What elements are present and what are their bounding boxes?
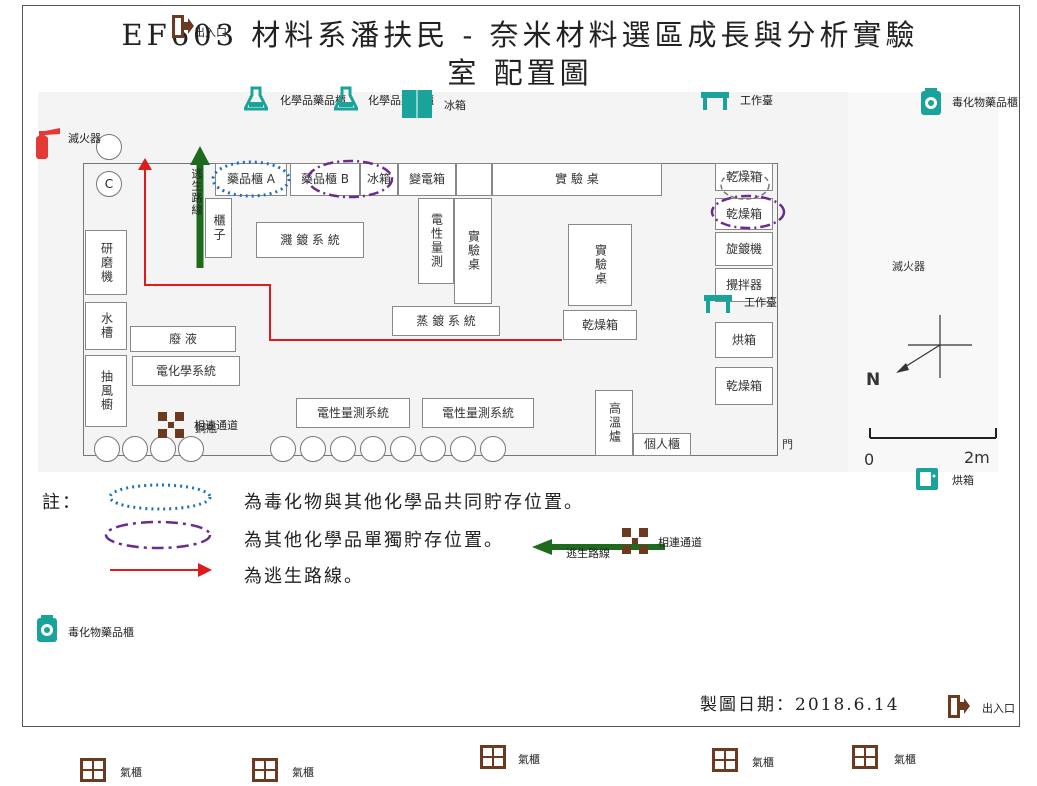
oven-box: 烘箱 (715, 322, 773, 358)
grinder: 研磨機 (85, 230, 127, 295)
fire-ext-symbol (96, 134, 122, 160)
connecting-path-icon[interactable] (622, 528, 648, 554)
fire-ext-overlay-label: 滅火器 (68, 132, 101, 145)
toxic-storage-marker (211, 160, 291, 198)
workbench-top-label: 工作臺 (740, 94, 773, 107)
storage-a: 藥品櫃 A (215, 163, 287, 196)
furnace: 高溫爐 (595, 390, 633, 456)
connecting-path-2-label: 相連通道 (658, 536, 702, 549)
oven-icon[interactable] (916, 468, 938, 490)
blank-cell (456, 163, 492, 196)
gas-cabinet-label: 氣櫃 (292, 766, 314, 779)
gas-cabinet-label: 氣櫃 (894, 753, 916, 766)
waste: 廢 液 (130, 326, 236, 352)
exit-top-label: 出入口 (194, 26, 227, 39)
page-title-line1: EF603 材料系潘扶民 - 奈米材料選區成長與分析實驗 (121, 18, 919, 52)
cabinet: 櫃子 (205, 198, 232, 258)
chem-cabinet-1-label: 化學品藥品櫃 (280, 94, 346, 107)
connecting-path-1-label: 相連通道 (194, 419, 238, 432)
lab-bench-v: 實驗桌 (454, 198, 492, 304)
connecting-path-icon[interactable] (158, 412, 184, 438)
chem-storage-marker-dry (710, 194, 786, 230)
note-label: 註： (42, 492, 82, 513)
gas-bottle-label: 鋼瓶 (195, 422, 217, 435)
evap-system: 蒸 鍍 系 統 (392, 306, 500, 336)
compass-n: N (866, 370, 881, 390)
legend-blue-sample (108, 483, 212, 511)
gas-cabinet-label: 氣櫃 (518, 753, 540, 766)
lab-bench-top: 實 驗 桌 (492, 163, 662, 196)
gas-cabinet-icon[interactable] (252, 758, 278, 782)
gas-cabinet-icon[interactable] (80, 758, 106, 782)
escape-route-h-head (532, 539, 552, 555)
dry-box-2: 乾燥箱 (715, 367, 773, 405)
escape-route-arrowhead (138, 158, 152, 170)
storage-b: 藥品櫃 B (290, 163, 360, 196)
escape-route-v-head (190, 146, 210, 165)
exit-bottom-label: 出入口 (982, 702, 1015, 715)
date-text: 製圖日期：2018.6.14 (700, 695, 900, 715)
dry-box-1: 乾燥箱 (715, 198, 773, 230)
toxic-cabinet-top-label: 毒化物藥品櫃 (952, 96, 1018, 109)
dry-box-mid: 乾燥箱 (563, 310, 637, 340)
toxic-cabinet-icon[interactable] (920, 88, 942, 116)
gas-cabinet-icon[interactable] (480, 745, 506, 769)
legend-red-text: 為逃生路線。 (244, 566, 364, 587)
plan-area-right (848, 92, 998, 472)
fume-hood: 抽風櫥 (85, 355, 127, 427)
flask-icon[interactable] (334, 86, 358, 112)
workbench-mid-label: 工作臺 (744, 296, 777, 309)
elec-measure-v: 電性量測 (418, 198, 454, 284)
escape-route-h-label: 逃生路線 (566, 547, 610, 560)
gas-cabinet-icon[interactable] (712, 748, 738, 772)
chem-storage-marker-c (720, 170, 770, 200)
legend-blue-text: 為毒化物與其他化學品共同貯存位置。 (244, 492, 584, 513)
plating-system: 濺 鍍 系 統 (256, 222, 364, 258)
chem-storage-marker-b (306, 159, 394, 199)
exit-icon[interactable] (946, 692, 970, 722)
escape-route-v-label: 逃生路線 (190, 168, 203, 216)
gas-cabinet-label: 氣櫃 (120, 766, 142, 779)
power-box: 變電箱 (398, 163, 456, 196)
fridge-overlay-label: 冰箱 (444, 99, 466, 112)
page-title-line2: 室 配置圖 (447, 56, 593, 90)
legend-red-arrowhead (198, 563, 212, 577)
scale-0: 0 (864, 450, 875, 469)
compass-arrowhead (896, 363, 909, 373)
toxic-cabinet-bottom-label: 毒化物藥品櫃 (68, 626, 134, 639)
fridge-icon[interactable] (402, 90, 432, 118)
gas-cabinet-label: 氣櫃 (752, 756, 774, 769)
workbench-icon[interactable] (704, 292, 732, 314)
sink: 水槽 (85, 302, 127, 350)
elec-measure-1: 電性量測系統 (296, 398, 410, 428)
fire-ext-symbol-c: C (96, 171, 122, 197)
legend-purple-sample (104, 520, 212, 550)
spin-coater: 旋鍍機 (715, 232, 773, 266)
toxic-cabinet-icon[interactable] (36, 615, 58, 643)
escape-route-path (144, 168, 562, 341)
lab-bench-mid: 實驗桌 (568, 224, 632, 306)
legend-purple-text: 為其他化學品單獨貯存位置。 (244, 530, 504, 551)
elec-measure-2: 電性量測系統 (422, 398, 534, 428)
oven-overlay-label: 烘箱 (952, 474, 974, 487)
personal-cabinet: 個人櫃 (633, 433, 691, 456)
exit-icon[interactable] (170, 12, 194, 42)
echem-system: 電化學系統 (132, 356, 240, 386)
flask-icon[interactable] (244, 86, 268, 112)
door-label: 門 (782, 438, 793, 451)
scale-2m: 2m (964, 448, 990, 467)
fire-ext-text: 滅火器 (892, 260, 925, 273)
workbench-icon[interactable] (701, 89, 729, 111)
fire-extinguisher-icon[interactable] (30, 128, 66, 160)
gas-cabinet-icon[interactable] (852, 745, 878, 769)
